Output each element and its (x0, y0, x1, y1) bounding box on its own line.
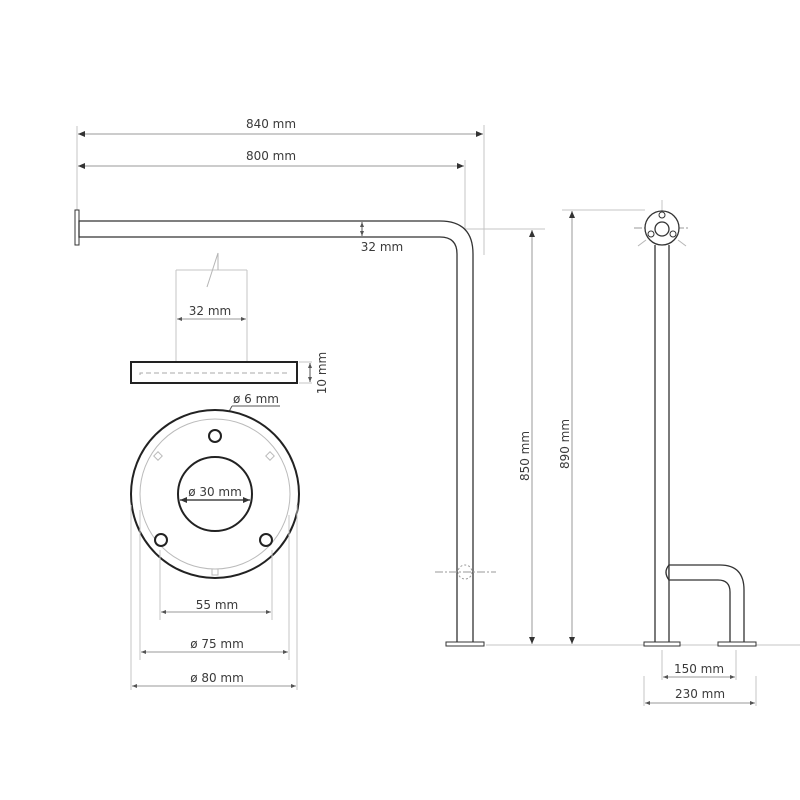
front-foot-left (643, 641, 681, 647)
label-230: 230 mm (675, 687, 725, 701)
label-30: ø 30 mm (188, 485, 242, 499)
hole-marker (457, 564, 473, 580)
center-hole (177, 456, 253, 532)
screw-hole-left (154, 533, 168, 547)
tube (78, 220, 474, 646)
front-view (634, 200, 757, 706)
front-foot-right (717, 641, 757, 647)
label-75: ø 75 mm (190, 637, 244, 651)
screw-hole-top (208, 429, 222, 443)
side-view (74, 125, 800, 647)
label-80: ø 80 mm (190, 671, 244, 685)
label-32-top: 32 mm (361, 240, 403, 254)
label-800: 800 mm (246, 149, 296, 163)
label-850: 850 mm (518, 431, 532, 481)
label-150: 150 mm (674, 662, 724, 676)
label-55: 55 mm (196, 598, 238, 612)
label-10: 10 mm (315, 352, 329, 394)
flange-plan (130, 405, 300, 690)
label-840: 840 mm (246, 117, 296, 131)
screw-hole-right (259, 533, 273, 547)
support-leg (668, 564, 745, 646)
label-890: 890 mm (558, 419, 572, 469)
flange-section (130, 252, 312, 384)
label-32-section: 32 mm (189, 304, 231, 318)
label-6: ø 6 mm (233, 392, 279, 406)
floor-foot (445, 641, 485, 647)
